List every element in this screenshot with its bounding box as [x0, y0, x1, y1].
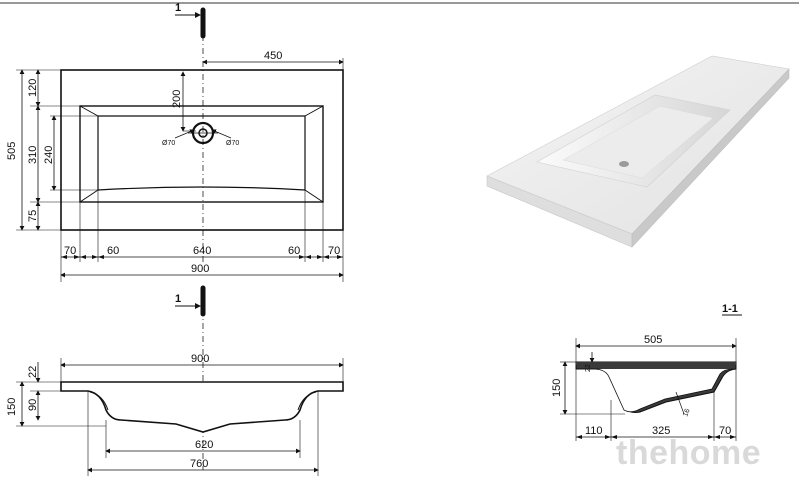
section-marker-label-2: 1: [175, 293, 181, 305]
section-dim-height: 150: [551, 379, 563, 397]
dim-base-width: 760: [190, 458, 208, 470]
section-dim-wall: 16: [682, 408, 691, 418]
section-dim-depth: 505: [644, 334, 662, 346]
render-side-edge: [631, 68, 790, 248]
drain-dia-right: Ø70: [226, 140, 239, 147]
dim-total-height: 150: [6, 398, 18, 416]
dim-slope-left: 60: [107, 245, 119, 257]
product-render: [486, 55, 790, 248]
dim-bowl-depth: 240: [43, 146, 55, 164]
section-profile-inner: [595, 368, 734, 413]
dim-thickness: 22: [27, 366, 39, 378]
dim-side-left: 70: [64, 245, 76, 257]
basin-profile: [60, 381, 344, 433]
dim-basin-depth: 310: [27, 146, 39, 164]
dim-total-width: 900: [191, 263, 209, 275]
bowl-outline: [79, 105, 324, 203]
render-drain: [619, 161, 629, 167]
section-dim-thickness: 22: [585, 364, 592, 372]
countertop-outline: [60, 69, 344, 231]
section-title: 1-1: [722, 303, 738, 315]
section-marker-label: 1: [175, 2, 181, 14]
bowl-bottom: [97, 115, 306, 191]
section-dim-front: 110: [585, 425, 603, 437]
dim-front-margin: 75: [27, 210, 39, 222]
dim-drain-offset: 200: [171, 90, 183, 108]
render-bowl-bottom: [562, 105, 714, 179]
section-dim-middle: 325: [652, 425, 670, 437]
drain-dia-left: Ø70: [162, 140, 175, 147]
dim-depth-total: 505: [6, 142, 18, 160]
watermark-logo: thehome: [616, 434, 761, 472]
dim-bottom-width: 620: [195, 439, 213, 451]
dim-bowl-width: 640: [193, 245, 211, 257]
section-view: 1-1 505 22 150 16 110 325 70: [551, 303, 742, 441]
front-view: 1 900 150 22 90 620 760: [6, 285, 344, 476]
top-view: 1 Ø70 Ø70 200 450 505 120: [6, 2, 344, 282]
dim-side-right: 70: [328, 245, 340, 257]
dim-back-margin: 120: [27, 79, 39, 97]
section-dim-back: 70: [719, 425, 731, 437]
dim-bowl-height: 90: [27, 399, 39, 411]
dim-width-right: 450: [264, 50, 282, 62]
dim-top-width: 900: [191, 353, 209, 365]
dim-slope-right: 60: [288, 245, 300, 257]
